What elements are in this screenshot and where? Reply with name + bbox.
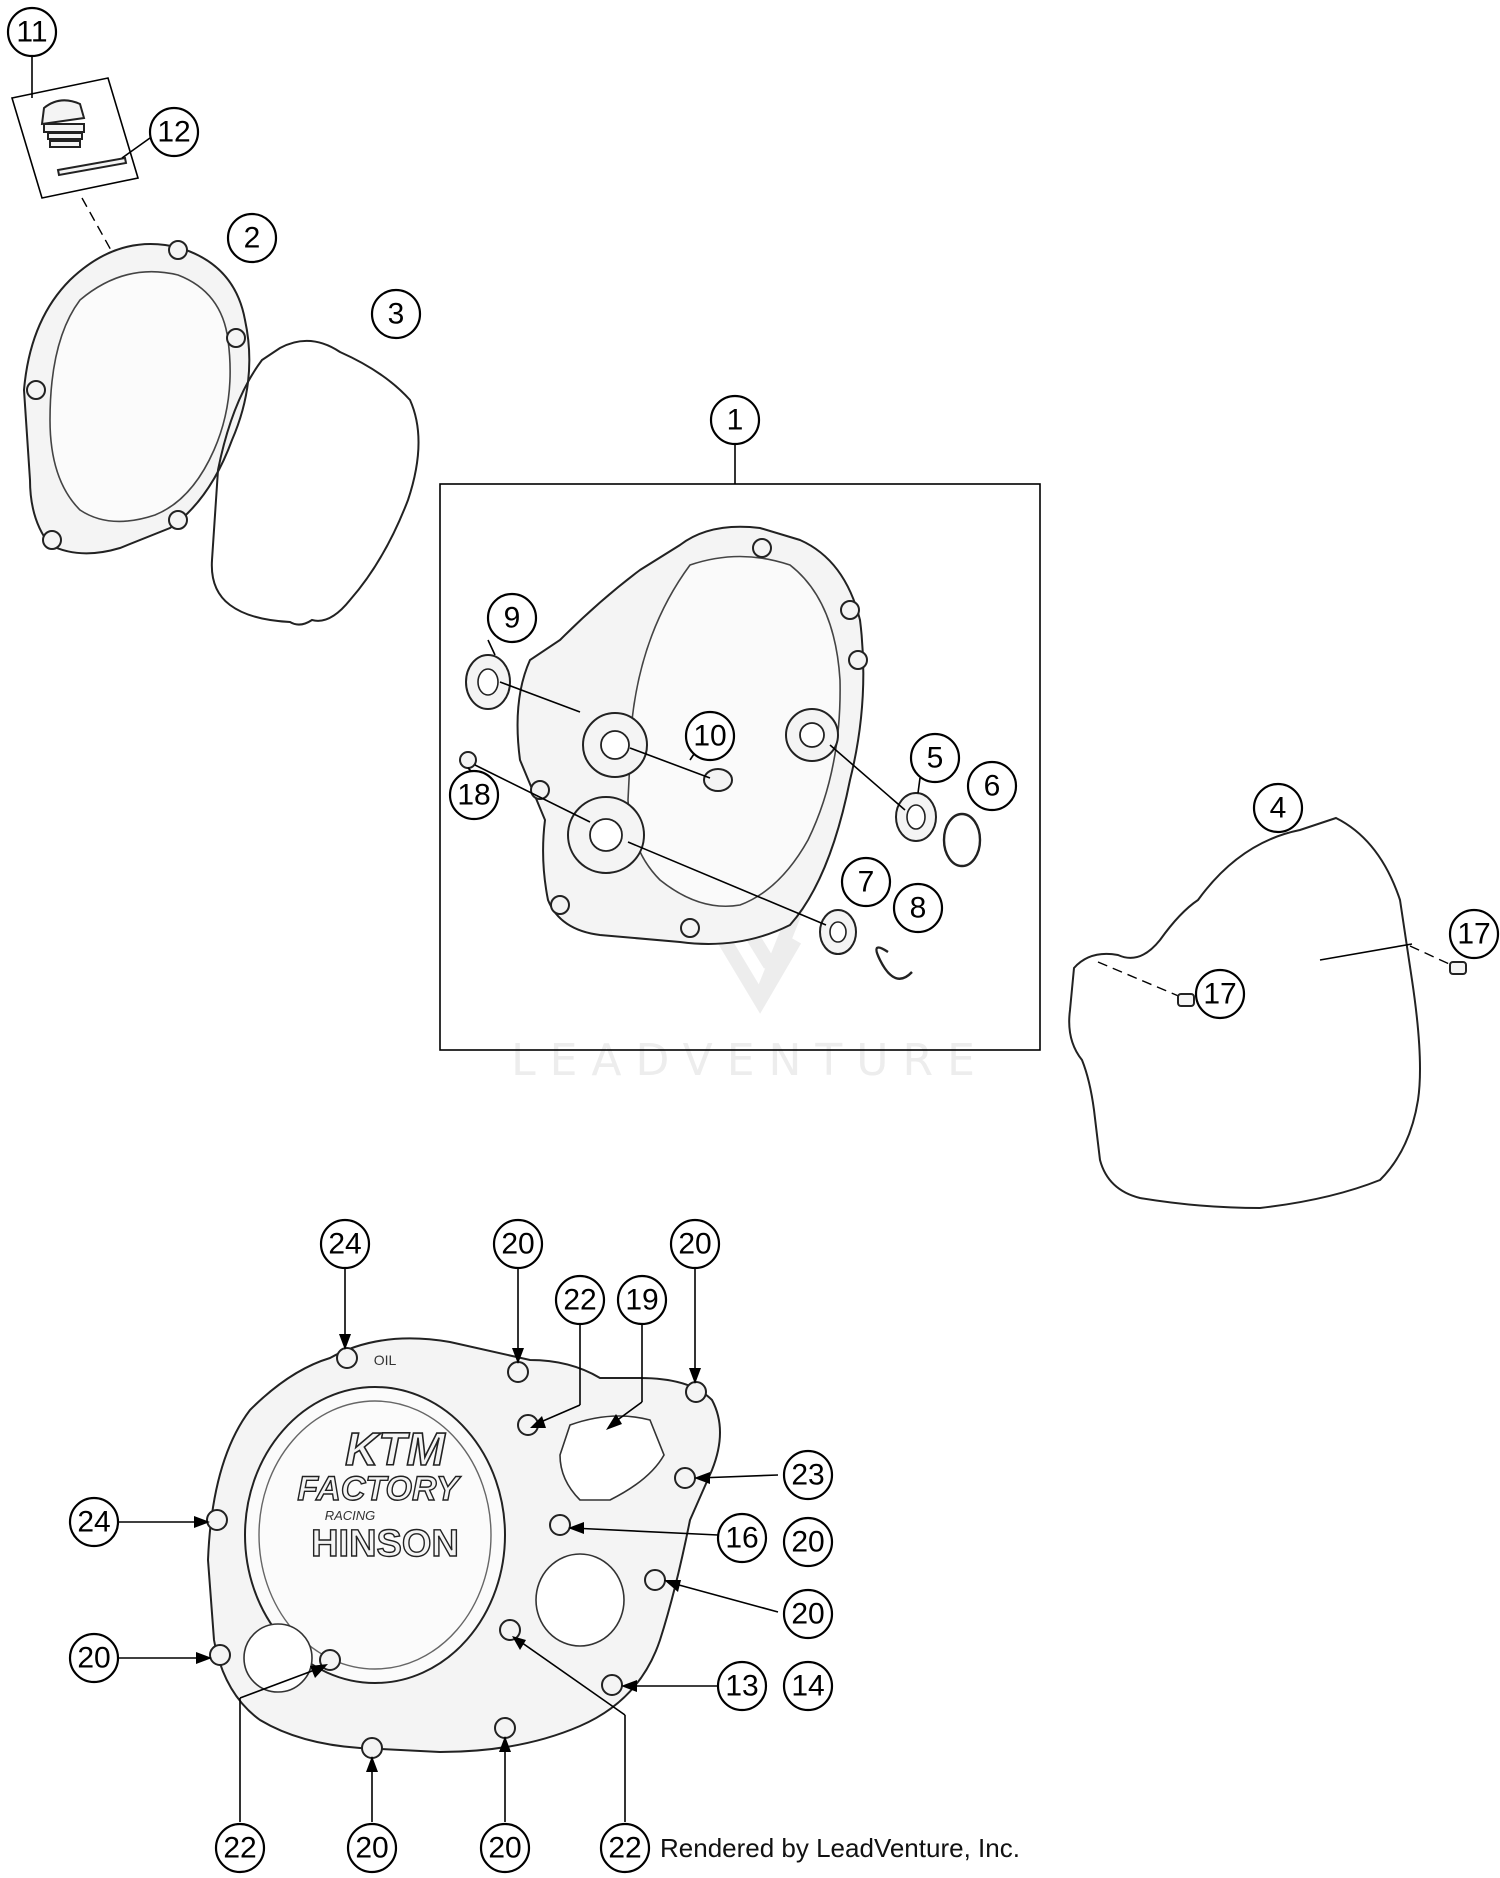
part-5-bearing — [895, 792, 937, 842]
callout-2: 2 — [226, 212, 278, 264]
callout-17-right: 17 — [1448, 908, 1500, 960]
callout-20-top-a: 20 — [492, 1218, 544, 1270]
callout-20-top-b: 20 — [669, 1218, 721, 1270]
svg-text:20: 20 — [791, 1526, 824, 1559]
svg-text:20: 20 — [678, 1228, 711, 1261]
callout-24-left: 24 — [68, 1496, 120, 1548]
leadventure-watermark: LEADVENTURE — [511, 896, 989, 1086]
part-6-circlip — [942, 812, 982, 868]
callout-19: 19 — [616, 1274, 668, 1326]
callout-10: 10 — [684, 710, 736, 762]
svg-text:7: 7 — [858, 866, 875, 899]
svg-text:13: 13 — [725, 1670, 758, 1703]
part-3-cover-gasket — [210, 339, 420, 626]
part-2-clutch-cover — [22, 240, 251, 555]
callout-14: 14 — [782, 1660, 834, 1712]
svg-text:8: 8 — [910, 892, 927, 925]
callout-18: 18 — [448, 769, 500, 821]
callout-24-top: 24 — [319, 1218, 371, 1270]
svg-text:12: 12 — [157, 116, 190, 149]
cover-logo-line4: HINSON — [311, 1523, 459, 1565]
callout-23: 23 — [782, 1449, 834, 1501]
callout-16: 16 — [716, 1512, 768, 1564]
part-17-right-dowel — [1449, 961, 1467, 975]
svg-text:5: 5 — [927, 742, 944, 775]
svg-text:18: 18 — [457, 779, 490, 812]
svg-text:3: 3 — [388, 298, 405, 331]
callout-1: 1 — [709, 394, 761, 446]
part-8-retaining-ring — [875, 946, 913, 980]
callout-3: 3 — [370, 288, 422, 340]
assembled-clutch-cover: OIL KTM FACTORY RACING HINSON — [206, 1337, 721, 1759]
part-10-sleeve — [703, 768, 733, 792]
svg-text:23: 23 — [791, 1459, 824, 1492]
watermark-text: LEADVENTURE — [511, 1035, 989, 1086]
part-9-axis-line — [499, 681, 581, 713]
part-18-ball — [459, 751, 477, 769]
svg-text:24: 24 — [77, 1506, 110, 1539]
cover-logo-line1: KTM — [345, 1423, 446, 1475]
oil-mark-text: OIL — [374, 1352, 397, 1368]
callout-5: 5 — [909, 732, 961, 784]
part-4-inner-gasket — [1068, 816, 1421, 1210]
cover-logo-line2: FACTORY — [297, 1470, 462, 1508]
part-1-assembly-box — [439, 483, 1041, 1051]
svg-text:11: 11 — [16, 16, 47, 49]
svg-text:20: 20 — [77, 1642, 110, 1675]
bottom-leader-lines — [118, 1268, 779, 1822]
svg-text:4: 4 — [1270, 792, 1287, 825]
svg-text:20: 20 — [355, 1832, 388, 1865]
svg-text:22: 22 — [563, 1284, 596, 1317]
cover-logo-line3: RACING — [325, 1508, 376, 1523]
part-17-right-axis — [1409, 945, 1459, 969]
callout-8: 8 — [892, 882, 944, 934]
callout-12: 12 — [148, 106, 200, 158]
part-7-seal-ring — [819, 909, 857, 955]
svg-text:20: 20 — [488, 1832, 521, 1865]
svg-text:22: 22 — [608, 1832, 641, 1865]
callout-4: 4 — [1252, 782, 1304, 834]
callout-20-mid-right-b: 20 — [782, 1588, 834, 1640]
svg-text:17: 17 — [1457, 918, 1490, 951]
svg-text:24: 24 — [328, 1228, 361, 1261]
callout-22-bottom-b: 22 — [599, 1822, 651, 1874]
part-10-axis-line — [629, 747, 711, 779]
svg-text:6: 6 — [984, 770, 1001, 803]
callout-9: 9 — [486, 592, 538, 644]
callout-13: 13 — [716, 1660, 768, 1712]
part-11-axis-line — [81, 197, 113, 253]
credit-text: Rendered by LeadVenture, Inc. — [660, 1833, 1020, 1863]
svg-text:2: 2 — [244, 222, 261, 255]
part-9-shaft-seal — [465, 654, 511, 710]
callout-11: 11 — [6, 6, 58, 58]
svg-text:19: 19 — [625, 1284, 658, 1317]
callout-17-left: 17 — [1194, 968, 1246, 1020]
svg-text:10: 10 — [693, 720, 726, 753]
part-17-left-axis — [1097, 961, 1189, 1001]
callout-20-bottom-a: 20 — [346, 1822, 398, 1874]
part-5-axis-line — [829, 744, 906, 811]
svg-text:17: 17 — [1203, 978, 1236, 1011]
svg-text:20: 20 — [791, 1598, 824, 1631]
callout-7: 7 — [840, 856, 892, 908]
svg-text:1: 1 — [727, 404, 744, 437]
callout-20-left: 20 — [68, 1632, 120, 1684]
part-11-filler-plug-inset — [10, 77, 140, 199]
svg-text:16: 16 — [725, 1522, 758, 1555]
callout-20-mid-right-a: 20 — [782, 1516, 834, 1568]
part-18-axis-line — [474, 764, 591, 823]
svg-text:9: 9 — [504, 602, 521, 635]
callout-20-bottom-b: 20 — [479, 1822, 531, 1874]
part-17-left-dowel — [1177, 993, 1195, 1007]
svg-text:22: 22 — [223, 1832, 256, 1865]
leader-12 — [121, 137, 151, 159]
callout-22-bottom-a: 22 — [214, 1822, 266, 1874]
svg-text:20: 20 — [501, 1228, 534, 1261]
svg-text:14: 14 — [791, 1670, 824, 1703]
part-7-axis-line — [627, 841, 827, 926]
callout-22-top: 22 — [554, 1274, 606, 1326]
callout-6: 6 — [966, 760, 1018, 812]
